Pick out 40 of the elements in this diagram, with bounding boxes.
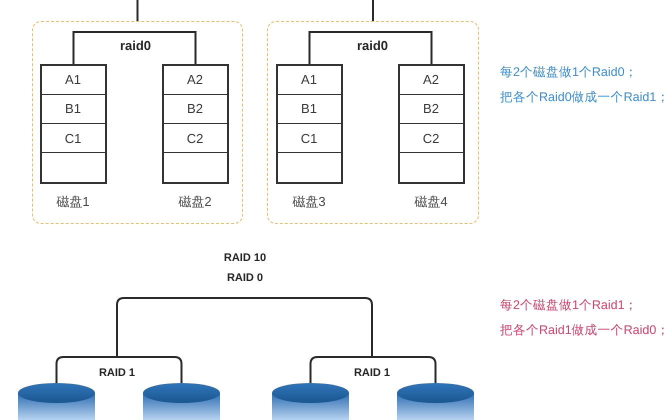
connector-line — [116, 297, 245, 357]
connector-line — [117, 356, 182, 383]
note-text: 每2个磁盘做1个Raid0； — [500, 64, 638, 80]
disk-cylinder — [143, 383, 220, 420]
connector-line — [72, 31, 136, 64]
raid-level-label: RAID 1 — [98, 366, 136, 379]
disk-caption: 磁盘2 — [177, 194, 213, 210]
note-text: 每2个磁盘做1个Raid1； — [500, 297, 638, 313]
raid-level-label: RAID 1 — [354, 366, 390, 379]
connector-line — [56, 356, 117, 383]
disk-stack — [162, 64, 228, 184]
disk-caption: 磁盘1 — [55, 194, 91, 210]
connector-line — [136, 31, 196, 64]
connector-line — [245, 297, 373, 357]
dashed-group-frame — [267, 21, 479, 224]
note-text: 把各个Raid0做成一个Raid1； — [500, 89, 670, 105]
connector-line — [136, 0, 138, 21]
data-block: C2 — [164, 123, 226, 152]
data-block: C1 — [278, 123, 340, 152]
disk-caption: 磁盘4 — [413, 194, 449, 210]
disk-cylinder — [272, 383, 349, 420]
data-block: C2 — [400, 123, 462, 152]
disk-stack — [40, 64, 106, 184]
disk-cylinder — [18, 383, 95, 420]
connector-line — [372, 356, 436, 383]
raid-level-label: raid0 — [356, 39, 388, 54]
raid-level-label: RAID 0 — [226, 272, 264, 284]
raid-level-label: raid0 — [120, 39, 152, 54]
disk-cylinder — [397, 383, 474, 420]
connector-line — [373, 31, 432, 64]
dashed-group-frame — [32, 21, 243, 224]
data-block: C1 — [42, 123, 104, 152]
connector-line — [372, 0, 374, 21]
disk-stack — [276, 64, 342, 184]
connector-line — [310, 356, 372, 383]
disk-stack — [398, 64, 464, 184]
connector-line — [308, 31, 373, 64]
figure-heading: RAID 10 — [222, 251, 268, 266]
disk-caption: 磁盘3 — [291, 194, 327, 210]
note-text: 把各个Raid1做成一个Raid0； — [500, 322, 670, 338]
